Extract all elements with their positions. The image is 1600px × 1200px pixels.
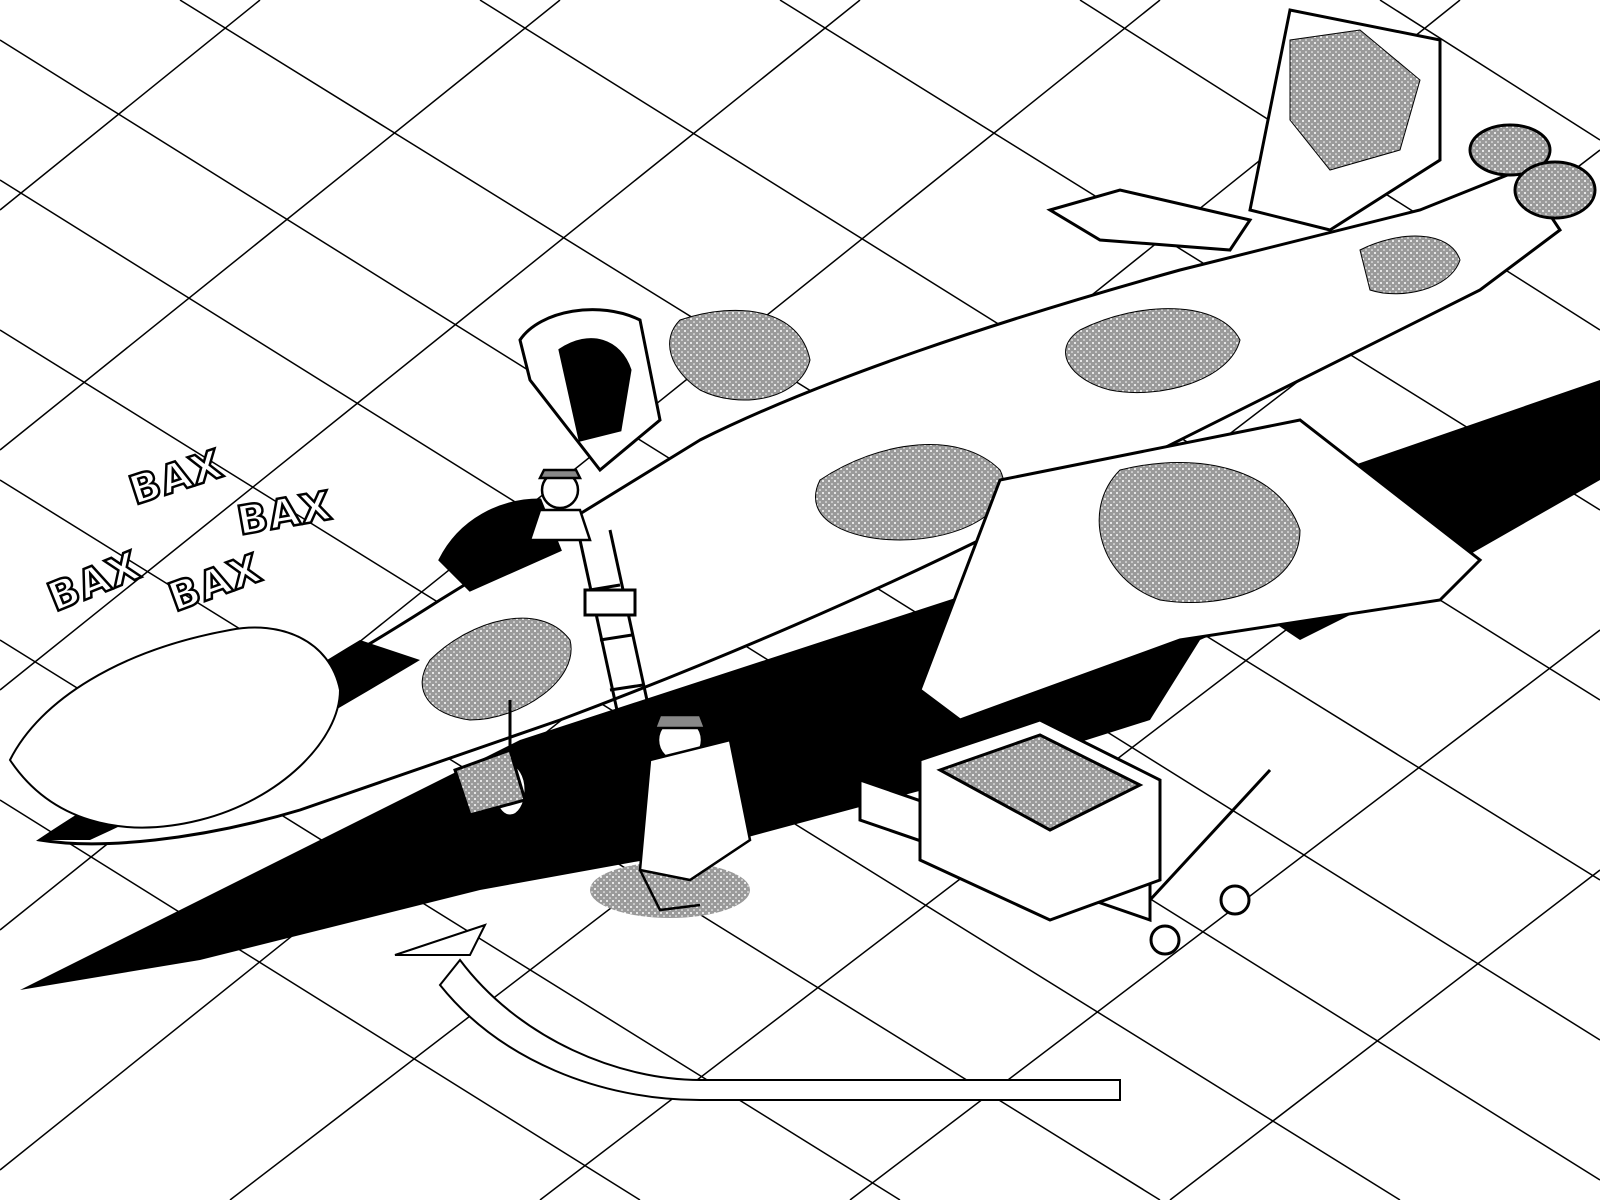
ammunition-loading-cart <box>858 718 1272 956</box>
tail-camouflage <box>1289 29 1421 171</box>
muzzle-flash <box>8 626 342 829</box>
crouching-ground-crew <box>590 713 752 918</box>
sound-effect-text: BAX <box>234 483 336 545</box>
sound-effect-text: BAX <box>124 441 229 514</box>
sound-effects: BAX BAX BAX BAX <box>40 440 337 623</box>
camouflage-pattern <box>421 235 1461 721</box>
aircraft-stabilizer <box>1046 188 1253 252</box>
sound-effect-text: BAX <box>163 546 268 622</box>
pilot-in-cockpit <box>528 468 592 542</box>
sound-effect-text: BAX <box>42 543 148 621</box>
engine-exhausts <box>1468 123 1597 220</box>
windscreen <box>438 498 562 592</box>
nose-landing-gear <box>453 700 528 818</box>
cockpit <box>438 308 662 592</box>
boarding-ladder <box>578 529 662 771</box>
floor-direction-arrow <box>394 923 1121 1101</box>
wing-camouflage <box>1098 462 1301 603</box>
